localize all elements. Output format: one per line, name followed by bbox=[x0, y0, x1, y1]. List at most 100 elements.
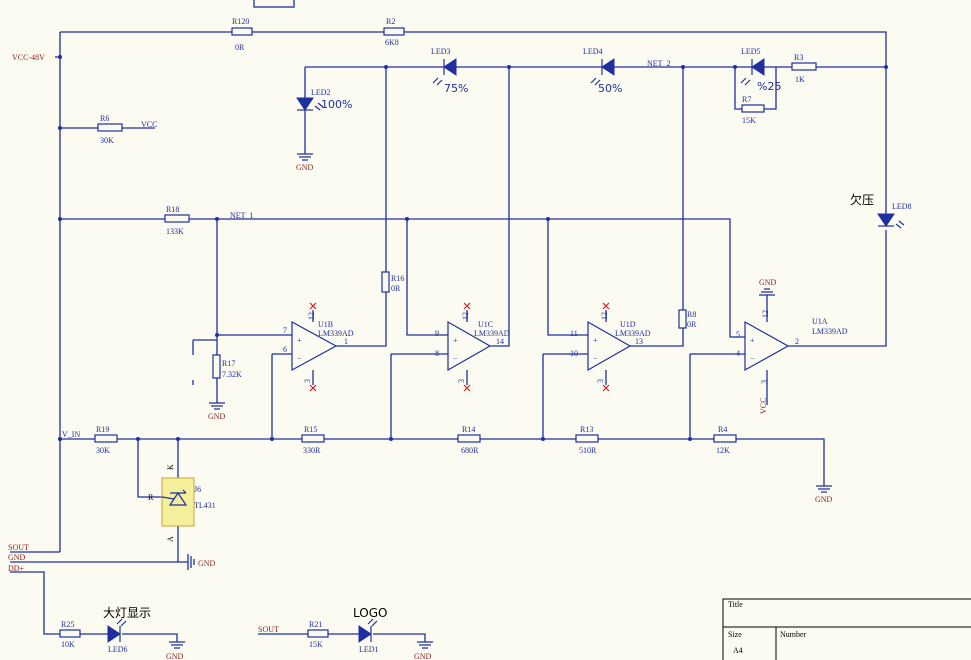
svg-text:7.32K: 7.32K bbox=[222, 370, 242, 379]
svg-text:3: 3 bbox=[760, 380, 769, 384]
led-led6[interactable]: LED6 大灯显示 bbox=[103, 606, 151, 654]
svg-text:U1D: U1D bbox=[620, 320, 636, 329]
svg-text:LM339AD: LM339AD bbox=[318, 329, 354, 338]
port-gnd: GND bbox=[8, 553, 26, 562]
svg-text:U1C: U1C bbox=[478, 320, 493, 329]
resistor-r19[interactable]: R19 30K bbox=[94, 425, 118, 455]
resistor-r120[interactable]: R120 0R bbox=[231, 17, 253, 52]
svg-text:Number: Number bbox=[780, 630, 807, 639]
resistor-r25[interactable]: R25 10K bbox=[59, 620, 81, 649]
svg-text:133K: 133K bbox=[166, 227, 184, 236]
svg-text:LM339AD: LM339AD bbox=[474, 329, 510, 338]
led-led3[interactable]: LED3 75% bbox=[431, 47, 468, 95]
svg-text:+: + bbox=[453, 336, 458, 345]
svg-text:3: 3 bbox=[457, 379, 466, 383]
top-partial-component bbox=[253, 0, 295, 8]
junction-dots bbox=[58, 55, 888, 441]
opamp-u1c[interactable]: + − U1C LM339AD 9 8 14 12 3 bbox=[435, 302, 510, 392]
svg-text:R6: R6 bbox=[100, 114, 109, 123]
svg-text:330R: 330R bbox=[303, 446, 321, 455]
resistor-r21[interactable]: R21 15K bbox=[307, 620, 329, 649]
resistor-r13[interactable]: R13 510R bbox=[575, 425, 599, 455]
svg-text:4: 4 bbox=[736, 349, 740, 358]
opamp-u1a[interactable]: + − U1A LM339AD 5 4 2 12 3 VCC bbox=[736, 310, 848, 414]
svg-text:11: 11 bbox=[570, 329, 578, 338]
svg-text:R15: R15 bbox=[304, 425, 317, 434]
svg-text:100%: 100% bbox=[321, 98, 352, 111]
resistor-r2[interactable]: R2 6K8 bbox=[383, 17, 405, 47]
svg-text:R19: R19 bbox=[96, 425, 109, 434]
svg-text:VCC-48V: VCC-48V bbox=[12, 53, 45, 62]
svg-text:R4: R4 bbox=[718, 425, 727, 434]
net-label-vin: V_IN bbox=[62, 430, 80, 439]
opamp-u1d[interactable]: + − U1D LM339AD 11 10 13 12 3 bbox=[570, 302, 651, 392]
svg-text:R18: R18 bbox=[166, 205, 179, 214]
svg-text:−: − bbox=[593, 354, 598, 363]
resistor-r18[interactable]: R18 133K bbox=[164, 205, 190, 236]
svg-text:+: + bbox=[297, 336, 302, 345]
resistor-r16[interactable]: R16 0R bbox=[381, 271, 404, 293]
led-led2[interactable]: LED2 100% bbox=[296, 88, 352, 111]
svg-text:大灯显示: 大灯显示 bbox=[103, 606, 151, 620]
svg-text:LED2: LED2 bbox=[311, 88, 331, 97]
svg-text:10: 10 bbox=[570, 349, 578, 358]
svg-text:Title: Title bbox=[728, 600, 743, 609]
svg-text:0R: 0R bbox=[687, 320, 697, 329]
svg-text:GND: GND bbox=[815, 495, 833, 504]
svg-text:50%: 50% bbox=[598, 82, 622, 95]
resistor-r15[interactable]: R15 330R bbox=[301, 425, 325, 455]
resistor-r8[interactable]: R8 0R bbox=[678, 309, 697, 329]
svg-text:GND: GND bbox=[414, 652, 432, 660]
svg-text:6K8: 6K8 bbox=[385, 38, 399, 47]
led-led5[interactable]: LED5 %25 bbox=[740, 47, 781, 93]
opamp-u1b[interactable]: + − U1B LM339AD 7 6 1 12 3 bbox=[283, 302, 358, 392]
title-block: Title Size A4 Number bbox=[722, 598, 971, 660]
svg-text:TL431: TL431 bbox=[194, 501, 216, 510]
svg-text:680R: 680R bbox=[461, 446, 479, 455]
svg-text:LM339AD: LM339AD bbox=[615, 329, 651, 338]
svg-text:−: − bbox=[453, 354, 458, 363]
svg-text:10K: 10K bbox=[61, 640, 75, 649]
svg-text:0R: 0R bbox=[235, 43, 245, 52]
svg-text:%25: %25 bbox=[757, 80, 781, 93]
svg-text:GND: GND bbox=[296, 163, 314, 172]
svg-text:LED6: LED6 bbox=[108, 645, 128, 654]
svg-text:R7: R7 bbox=[742, 95, 751, 104]
resistor-r7[interactable]: R7 15K bbox=[741, 95, 765, 125]
svg-text:30K: 30K bbox=[96, 446, 110, 455]
svg-text:LED4: LED4 bbox=[583, 47, 603, 56]
svg-text:+: + bbox=[750, 336, 755, 345]
svg-text:14: 14 bbox=[496, 337, 504, 346]
svg-text:1K: 1K bbox=[795, 75, 805, 84]
svg-text:R25: R25 bbox=[61, 620, 74, 629]
svg-text:LED8: LED8 bbox=[892, 202, 912, 211]
net-label-vcc: VCC bbox=[141, 120, 157, 129]
resistor-r14[interactable]: R14 680R bbox=[457, 425, 481, 455]
led-led1[interactable]: LED1 LOGO bbox=[353, 606, 387, 654]
regulator-tl431[interactable]: K R A J6 TL431 bbox=[148, 464, 216, 542]
resistor-r3[interactable]: R3 1K bbox=[791, 53, 817, 84]
svg-text:J6: J6 bbox=[194, 485, 201, 494]
svg-text:15K: 15K bbox=[309, 640, 323, 649]
svg-text:15K: 15K bbox=[742, 116, 756, 125]
svg-text:3: 3 bbox=[303, 379, 312, 383]
svg-text:LED1: LED1 bbox=[359, 645, 379, 654]
port-sout: SOUT bbox=[8, 543, 29, 552]
led-led4[interactable]: LED4 50% bbox=[583, 47, 622, 95]
resistor-r17[interactable]: R17 7.32K bbox=[212, 354, 242, 379]
resistor-r4[interactable]: R4 12K bbox=[713, 425, 737, 455]
led-led8[interactable]: LED8 欠压 bbox=[850, 192, 912, 229]
svg-text:2: 2 bbox=[795, 337, 799, 346]
svg-text:LED3: LED3 bbox=[431, 47, 451, 56]
svg-text:LM339AD: LM339AD bbox=[812, 327, 848, 336]
svg-text:A: A bbox=[166, 536, 175, 542]
svg-text:+: + bbox=[593, 336, 598, 345]
resistor-r6[interactable]: R6 30K bbox=[97, 114, 123, 145]
svg-text:R8: R8 bbox=[687, 310, 696, 319]
svg-text:LED5: LED5 bbox=[741, 47, 761, 56]
svg-text:8: 8 bbox=[435, 349, 439, 358]
ground-symbols: GND GND GND GND GND GND GND bbox=[166, 153, 833, 660]
svg-text:R13: R13 bbox=[580, 425, 593, 434]
svg-text:1: 1 bbox=[344, 337, 348, 346]
